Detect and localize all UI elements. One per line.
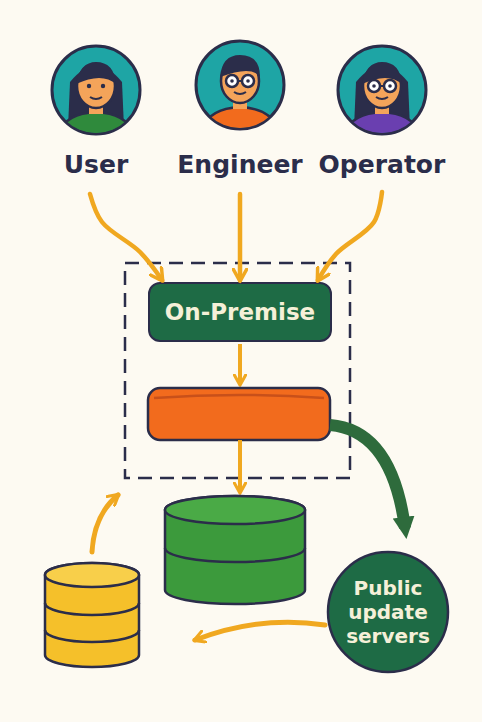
bar-highlight [154, 395, 324, 398]
actor-node: Engineer [180, 35, 300, 190]
flow-arrow [90, 194, 162, 280]
update-arrow [330, 425, 405, 528]
actor-label: Operator [302, 150, 462, 179]
database-cylinder [45, 563, 139, 667]
database-top [165, 496, 305, 524]
avatar-figure [58, 62, 134, 140]
avatar-figure [202, 55, 278, 135]
flow-arrow [92, 495, 118, 552]
node-label: Public update servers [340, 550, 436, 674]
database-cylinder [165, 496, 305, 604]
node-label: On-Premise [150, 284, 330, 340]
database-top [45, 563, 139, 587]
flow-arrow [195, 622, 325, 640]
boundary-frame [125, 263, 350, 478]
flow-arrow [238, 440, 242, 492]
database-band [45, 630, 139, 642]
actor-node: User [36, 40, 156, 190]
database-band [45, 603, 139, 615]
service-bar [148, 388, 330, 440]
flow-arrow [238, 194, 243, 280]
flow-arrow [238, 344, 242, 384]
actor-node: Operator [322, 40, 442, 190]
flow-arrow [318, 192, 382, 280]
actor-label: User [16, 150, 176, 179]
server-circle: Public update servers [326, 550, 450, 674]
avatar [322, 40, 442, 140]
avatar-figure [344, 62, 420, 140]
actor-label: Engineer [160, 150, 320, 179]
database-band [165, 548, 305, 562]
avatar [36, 40, 156, 140]
system-box: On-Premise [148, 282, 332, 342]
avatar [180, 35, 300, 135]
